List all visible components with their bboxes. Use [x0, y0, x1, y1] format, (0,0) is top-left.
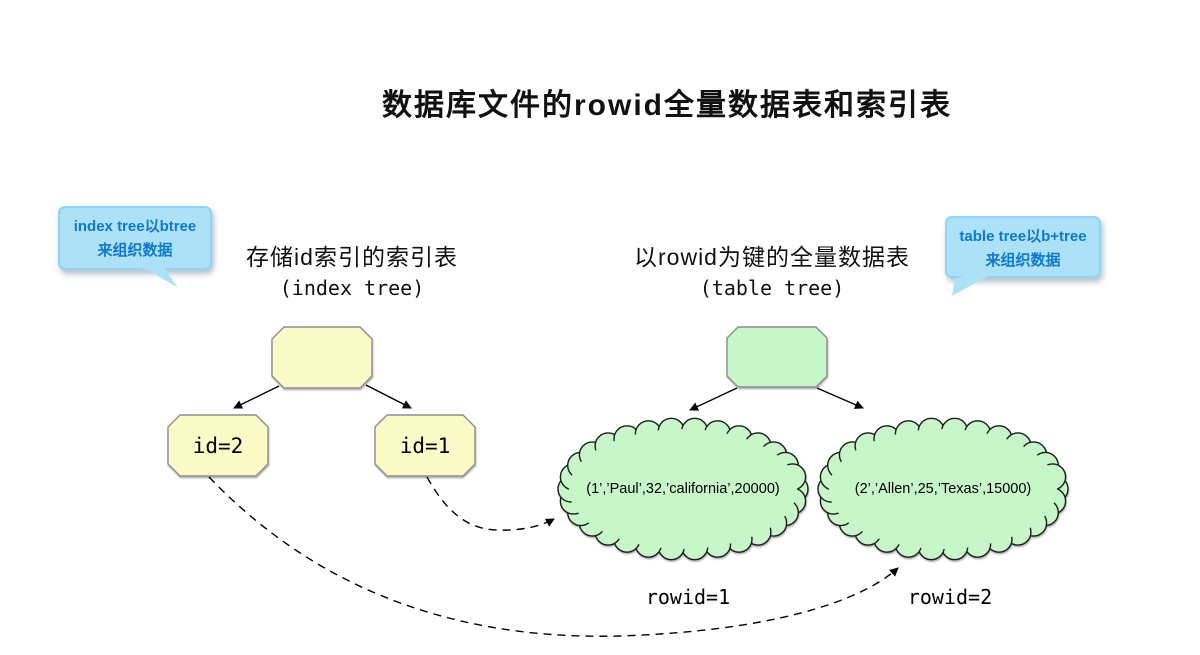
heading-index-title: 存储id索引的索引表 [246, 244, 458, 270]
arrow-table-root-to-row2 [816, 387, 864, 409]
heading-table-title: 以rowid为键的全量数据表 [634, 244, 910, 270]
arrow-table-root-to-row1 [689, 387, 738, 411]
row2-rowid-label: rowid=2 [907, 585, 993, 609]
callout-index-line2: 来组织数据 [97, 242, 173, 259]
arrow-index-root-to-id2 [233, 385, 280, 409]
heading-index-subtitle: (index tree) [279, 276, 425, 300]
heading-index-tree: 存储id索引的索引表 (index tree) [222, 241, 482, 303]
page-title: 数据库文件的rowid全量数据表和索引表 [382, 89, 952, 122]
callout-table-tree: table tree以b+tree 来组织数据 [945, 216, 1101, 278]
heading-table-tree: 以rowid为键的全量数据表 (table tree) [612, 241, 932, 303]
callout-index-tree: index tree以btree 来组织数据 [58, 206, 212, 270]
row2-record-text: (2’,’Allen’,25,’Texas’,15000) [854, 481, 1032, 497]
callout-index-line1: index tree以btree [73, 218, 197, 235]
dashed-arrow-id1-to-row1 [426, 476, 555, 531]
row1-record-text: (1’,’Paul’,32,’california’,20000) [586, 481, 780, 497]
index-node-id2 [167, 414, 269, 477]
cloud-row1 [557, 417, 809, 561]
dashed-arrow-id2-to-row2 [208, 476, 899, 637]
callout-table-line1: table tree以b+tree [959, 228, 1087, 245]
arrow-index-root-to-id1 [365, 384, 412, 409]
cloud-row2 [817, 417, 1069, 561]
row1-rowid-label: rowid=1 [645, 585, 731, 609]
callout-table-line2: 来组织数据 [985, 252, 1061, 269]
index-node-id1-label: id=1 [399, 433, 451, 458]
heading-table-subtitle: (table tree) [699, 276, 845, 300]
index-node-id2-label: id=2 [192, 433, 244, 458]
index-node-id1 [374, 414, 476, 477]
table-root-node [726, 326, 828, 388]
index-root-node [271, 326, 373, 389]
